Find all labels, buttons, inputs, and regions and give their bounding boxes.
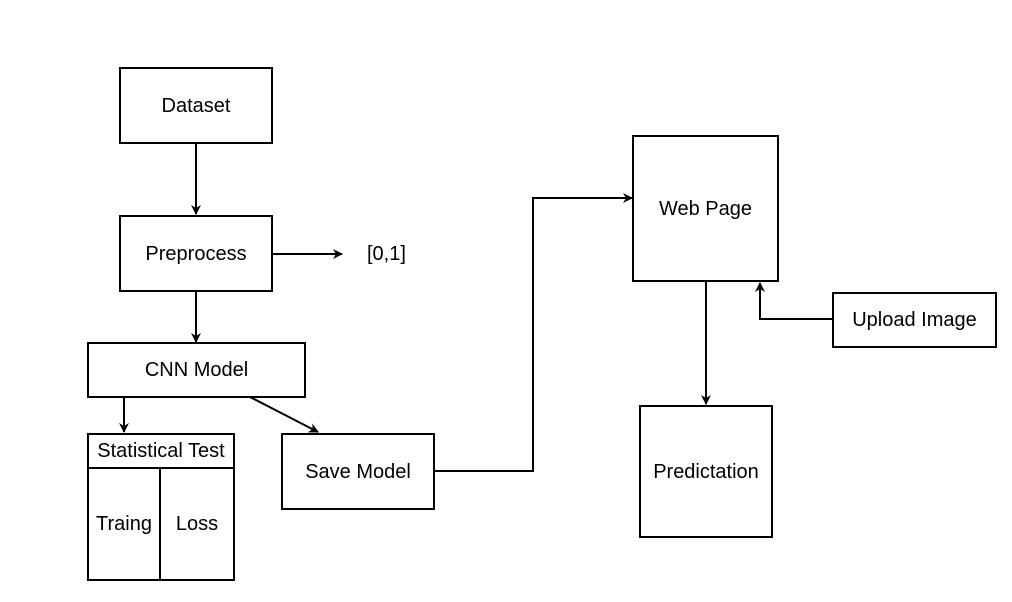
arrow-upload-to-web-page [755, 282, 832, 320]
statistical-test-table: Statistical Test Traing Loss [87, 433, 235, 581]
save-model-label: Save Model [305, 460, 411, 483]
arrow-save-model-to-web-page [434, 193, 633, 472]
preprocess-label: Preprocess [145, 242, 247, 265]
prediction-node: Predictation [639, 405, 773, 538]
upload-image-label: Upload Image [852, 309, 977, 331]
web-page-node: Web Page [632, 135, 779, 282]
loss-cell: Loss [175, 512, 219, 535]
training-cell: Traing [89, 469, 161, 579]
dataset-node: Dataset [119, 67, 273, 144]
dataset-label: Dataset [161, 94, 231, 117]
prediction-label: Predictation [653, 460, 759, 483]
web-page-label: Web Page [658, 197, 753, 220]
cnn-model-node: CNN Model [87, 342, 306, 398]
arrow-cnn-to-save-model [249, 396, 319, 433]
cnn-model-label: CNN Model [144, 359, 249, 381]
range-label: [0,1] [367, 243, 406, 265]
preprocess-node: Preprocess [119, 215, 273, 292]
upload-image-node: Upload Image [832, 292, 997, 348]
save-model-node: Save Model [281, 433, 435, 510]
statistical-test-header: Statistical Test [89, 435, 233, 469]
